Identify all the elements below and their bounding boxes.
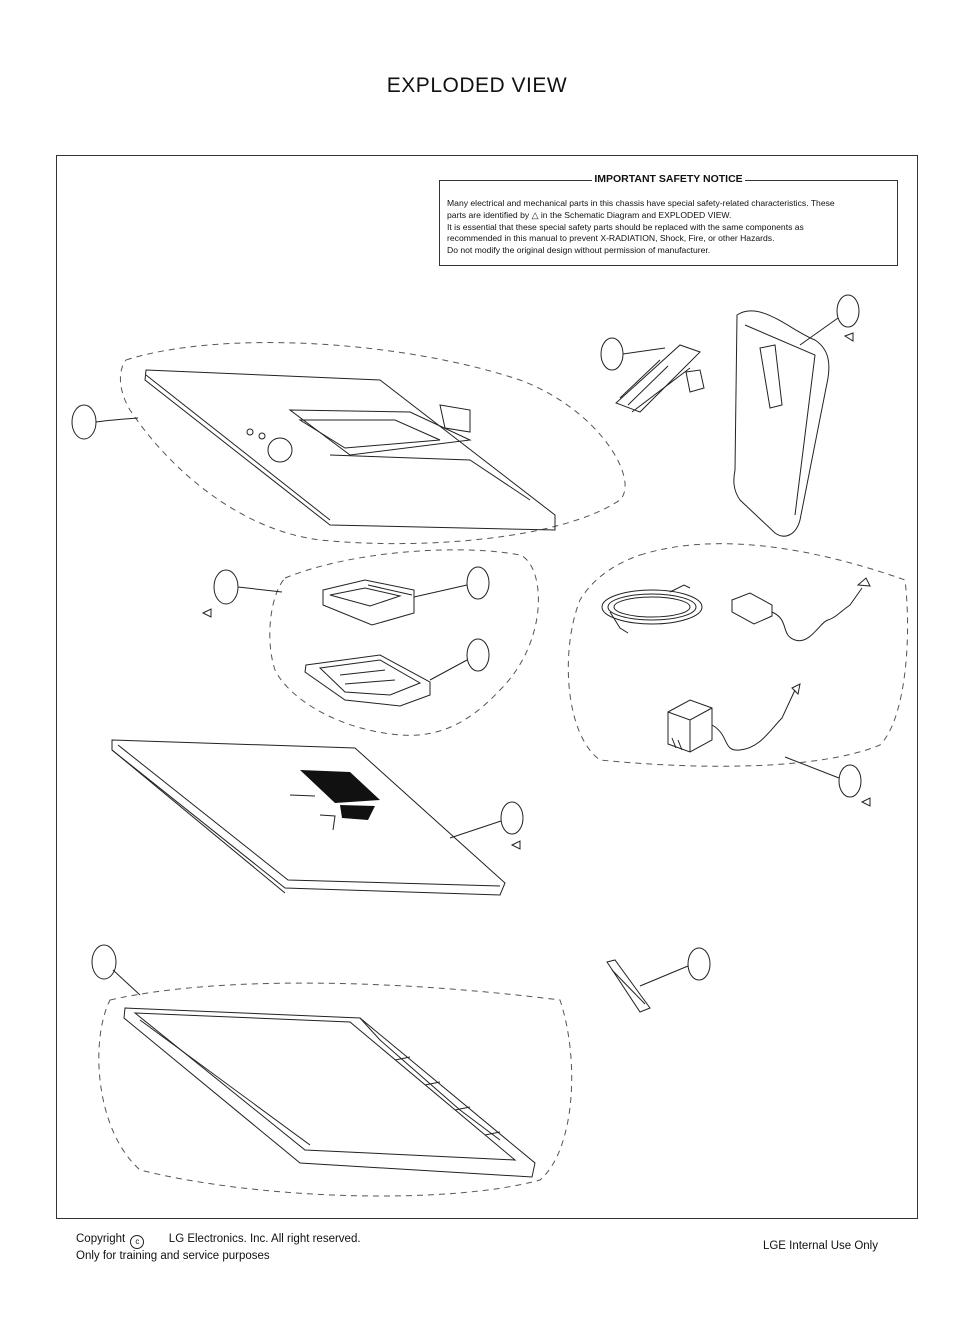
group-outline-back-cover	[120, 342, 626, 545]
callout-circle	[213, 569, 239, 605]
leader-line	[112, 969, 141, 996]
safety-notice-line: Do not modify the original design withou…	[447, 245, 711, 256]
leader-line	[449, 820, 502, 839]
leader-line	[413, 584, 468, 598]
leader-lines	[95, 317, 840, 996]
leader-line	[799, 317, 839, 346]
callout-circle	[91, 944, 117, 980]
callout-circle	[500, 801, 524, 835]
callout-circle	[687, 947, 711, 981]
group-outlines	[98, 342, 909, 1197]
leader-line	[429, 659, 468, 681]
stand-neck-part	[615, 344, 705, 413]
callout-circle	[600, 337, 624, 371]
warning-triangle-icon	[860, 797, 871, 807]
group-outline-cables	[567, 543, 909, 767]
page-title: EXPLODED VIEW	[386, 74, 568, 97]
warning-triangle-icon	[510, 840, 521, 850]
diagram-frame	[56, 155, 918, 1219]
lcd-panel-part	[111, 739, 506, 896]
safety-notice-body: Many electrical and mechanical parts in …	[447, 198, 890, 257]
control-key-part	[606, 959, 651, 1013]
copyright-line: Copyright c LG Electronics. Inc. All rig…	[76, 1232, 361, 1249]
stand-base-part	[733, 310, 830, 537]
leader-line	[622, 347, 666, 355]
callout-circle	[466, 566, 490, 600]
group-outline-front-cabinet	[98, 982, 573, 1197]
leader-line	[237, 586, 283, 593]
group-outline-boards	[269, 549, 539, 736]
back-cover-part	[144, 369, 556, 531]
warning-triangle-icon	[843, 332, 854, 342]
bracket-part	[304, 654, 431, 707]
callout-circle	[838, 764, 862, 798]
callout-circle	[71, 404, 97, 440]
callout-circle	[466, 638, 490, 672]
leader-line	[639, 965, 689, 987]
safety-notice-heading: IMPORTANT SAFETY NOTICE	[592, 173, 745, 185]
leader-line	[95, 417, 139, 423]
callout-circles	[71, 294, 862, 981]
safety-notice-box: IMPORTANT SAFETY NOTICE Many electrical …	[439, 173, 898, 266]
footer-internal-use: LGE Internal Use Only	[762, 1240, 878, 1252]
footer-copyright: Copyright c LG Electronics. Inc. All rig…	[76, 1232, 361, 1264]
copyright-icon: c	[130, 1235, 145, 1249]
leader-line	[784, 756, 840, 779]
main-board-part	[322, 579, 415, 626]
front-cabinet-part	[123, 1007, 536, 1178]
callout-circle	[836, 294, 860, 328]
power-cord-part	[601, 584, 703, 634]
warning-triangle-icons	[201, 332, 871, 850]
safety-notice-line: parts are identified by △ in the Schemat…	[447, 209, 732, 220]
warning-triangle-icon	[201, 608, 212, 618]
ac-adapter-part	[731, 577, 871, 642]
safety-notice-line: Many electrical and mechanical parts in …	[447, 198, 835, 208]
purpose-line: Only for training and service purposes	[76, 1250, 270, 1262]
warning-triangle-icon: △	[531, 209, 539, 220]
safety-notice-line: It is essential that these special safet…	[447, 221, 804, 232]
wall-adapter-part	[667, 683, 801, 753]
safety-notice-line: recommended in this manual to prevent X-…	[447, 233, 775, 244]
